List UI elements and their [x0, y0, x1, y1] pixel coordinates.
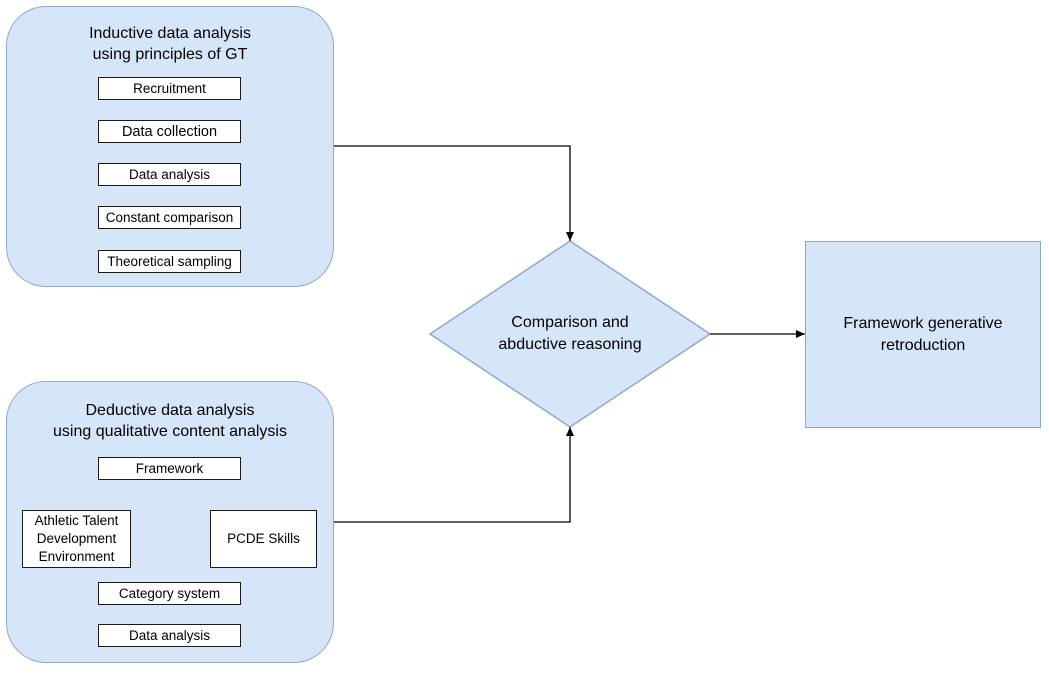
framework-box: Framework — [98, 457, 241, 480]
arrow-deductive-to-decision — [334, 427, 574, 523]
deductive-data-analysis-box: Data analysis — [98, 624, 241, 647]
result-line2: retroduction — [880, 336, 966, 354]
step-data-collection: Data collection — [98, 120, 241, 143]
inductive-title-line1: Inductive data analysis — [89, 25, 251, 42]
step-recruitment: Recruitment — [98, 77, 241, 100]
inductive-panel-title: Inductive data analysis using principles… — [6, 23, 334, 65]
decision-label: Comparison and abductive reasoning — [460, 312, 680, 356]
pcde-skills-box: PCDE Skills — [210, 510, 317, 568]
deductive-panel-title: Deductive data analysis using qualitativ… — [6, 400, 334, 442]
category-system-box: Category system — [98, 582, 241, 605]
decision-line1: Comparison and — [511, 314, 629, 331]
step-constant-comparison: Constant comparison — [98, 206, 241, 229]
decision-line2: abductive reasoning — [498, 336, 642, 353]
deductive-title-line1: Deductive data analysis — [85, 402, 255, 419]
result-box: Framework generative retroduction — [805, 241, 1041, 428]
deductive-title-line2: using qualitative content analysis — [53, 423, 287, 440]
result-line1: Framework generative — [843, 314, 1003, 332]
inductive-panel — [6, 6, 334, 287]
step-data-analysis: Data analysis — [98, 163, 241, 186]
step-theoretical-sampling: Theoretical sampling — [98, 250, 241, 273]
athletic-talent-box: Athletic Talent Development Environment — [22, 510, 131, 568]
arrow-inductive-to-decision — [334, 145, 574, 241]
inductive-title-line2: using principles of GT — [92, 46, 248, 63]
